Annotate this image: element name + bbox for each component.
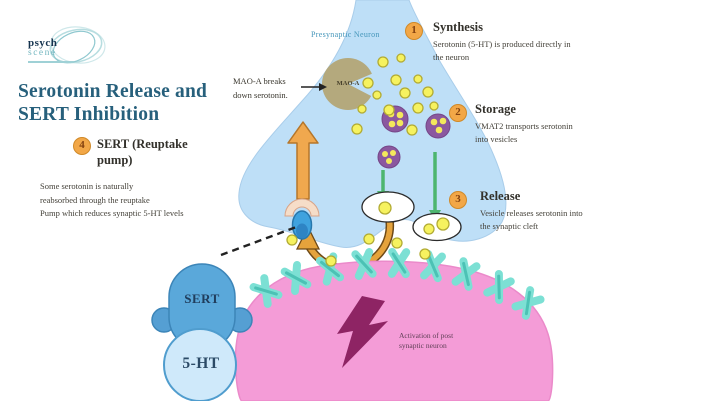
serotonin-molecule	[399, 87, 411, 99]
sert-5ht-complex	[151, 263, 253, 401]
serotonin-molecule	[362, 77, 374, 89]
storage-vesicle	[425, 113, 451, 139]
title-line: Serotonin Release and	[18, 81, 208, 102]
serotonin-5ht-label: 5-HT	[182, 355, 220, 372]
serotonin-molecule	[423, 223, 435, 235]
step-2-body: VMAT2 transports serotonin into vesicles	[475, 120, 573, 146]
serotonin-molecule	[383, 104, 395, 116]
text-line: VMAT2 transports serotonin	[475, 121, 573, 131]
serotonin-molecule	[357, 104, 367, 114]
maoa-enzyme-label: MAO-A	[336, 80, 360, 87]
serotonin-molecule	[372, 90, 382, 100]
step-2-badge: 2	[449, 104, 467, 122]
logo-scene-text: scene	[28, 48, 57, 58]
logo: psych scene	[28, 38, 74, 63]
serotonin-molecule	[412, 102, 424, 114]
activation-label: Activation of post synaptic neuron	[399, 331, 453, 351]
storage-vesicle	[377, 145, 401, 169]
step-1-badge: 1	[405, 22, 423, 40]
text-line: synaptic neuron	[399, 341, 447, 350]
logo-tagline	[28, 61, 74, 63]
reuptake-up-arrow	[287, 121, 319, 200]
reuptake-pump	[284, 198, 320, 240]
serotonin-molecule	[378, 201, 392, 215]
logo-swirl-icon	[49, 26, 106, 64]
activation-lightning-icon	[337, 296, 388, 368]
text-line: the neuron	[433, 52, 470, 62]
serotonin-molecule	[419, 248, 431, 260]
serotonin-molecule	[396, 53, 406, 63]
step-1-body: Serotonin (5-HT) is produced directly in…	[433, 38, 571, 64]
step-4-title: SERT (Reuptake pump)	[97, 137, 188, 167]
serotonin-molecules	[286, 53, 450, 267]
step-2-title: Storage	[475, 102, 516, 116]
step-4-badge: 4	[73, 137, 91, 155]
serotonin-molecule	[436, 217, 450, 231]
text-line: into vesicles	[475, 134, 518, 144]
serotonin-molecule	[406, 124, 418, 136]
serotonin-molecule	[391, 237, 403, 249]
serotonin-molecule	[429, 101, 439, 111]
step-1-title: Synthesis	[433, 20, 484, 34]
text-line: Some serotonin is naturally	[40, 181, 134, 191]
text-line: Pump which reduces synaptic 5-HT levels	[40, 208, 184, 218]
text-line: MAO-A breaks	[233, 76, 286, 86]
step-3-body: Vesicle releases serotonin into the syna…	[480, 207, 583, 233]
serotonin-molecule	[377, 56, 389, 68]
serotonin-molecule	[325, 255, 337, 267]
serotonin-molecule	[422, 86, 434, 98]
serotonin-molecule	[363, 233, 375, 245]
step-3-badge: 3	[449, 191, 467, 209]
presynaptic-neuron-label: Presynaptic Neuron	[311, 30, 380, 39]
releasing-vesicle	[412, 212, 462, 242]
serotonin-molecule	[286, 234, 298, 246]
title-line: SERT Inhibition	[18, 104, 160, 125]
serotonin-molecule	[351, 123, 363, 135]
step-4-body: Some serotonin is naturally reabsorbed t…	[40, 180, 184, 221]
sert-label: SERT	[184, 291, 220, 306]
text-line: Serotonin (5-HT) is produced directly in	[433, 39, 571, 49]
serotonin-molecule	[390, 74, 402, 86]
serotonin-molecule	[413, 74, 423, 84]
text-line: down serotonin.	[233, 89, 288, 100]
text-line: Activation of post	[399, 331, 454, 340]
logo-psych-text: psych	[28, 37, 58, 49]
maoa-callout: MAO-A breaks down serotonin.	[233, 75, 288, 102]
sert-pointer-dashed-line	[220, 224, 300, 257]
page-title: Serotonin Release and SERT Inhibition	[18, 80, 258, 126]
text-line: reabsorbed through the reuptake	[40, 194, 150, 205]
maoa-callout-arrow	[301, 83, 327, 91]
text-line: the synaptic cleft	[480, 221, 539, 231]
text-line: Vesicle releases serotonin into	[480, 208, 583, 218]
step-3-title: Release	[480, 189, 521, 203]
